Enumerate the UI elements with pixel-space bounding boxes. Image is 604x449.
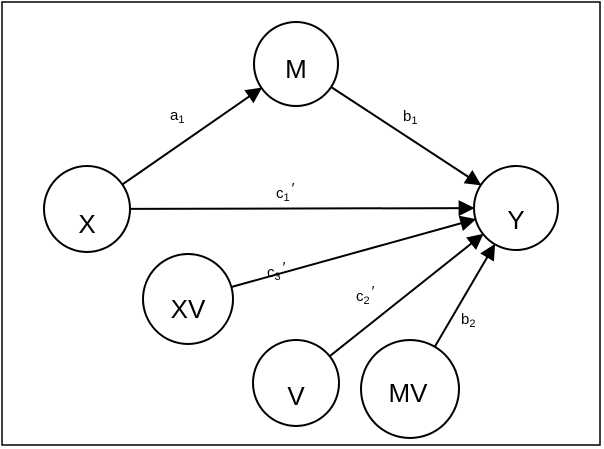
edge-label-b1: b1 [403, 108, 417, 127]
node-v: V [252, 339, 340, 427]
edge-label-c2-prime: c2′ [356, 283, 375, 307]
edge-m-y [330, 86, 482, 186]
edge-label-b2: b2 [461, 311, 475, 330]
node-x: X [43, 165, 131, 253]
node-m: M [253, 21, 339, 107]
node-x-label: X [78, 209, 95, 239]
edge-label-c1-prime: c1′ [276, 180, 295, 204]
node-y-label: Y [507, 205, 524, 235]
node-mv-label: MV [389, 378, 429, 408]
edge-label-c3-prime: c3′ [267, 259, 286, 283]
node-xv: XV [142, 253, 234, 345]
node-y: Y [473, 165, 559, 251]
edge-v-y [329, 233, 484, 357]
edge-xv-y [231, 215, 477, 288]
edge-x-m [121, 87, 263, 186]
edge-x-y [129, 200, 475, 217]
edge-label-a1: a1 [170, 107, 184, 126]
edge-mv-y [433, 243, 496, 348]
node-xv-label: XV [171, 294, 206, 324]
node-m-label: M [285, 54, 307, 84]
node-v-label: V [287, 381, 305, 411]
node-mv: MV [360, 339, 460, 439]
